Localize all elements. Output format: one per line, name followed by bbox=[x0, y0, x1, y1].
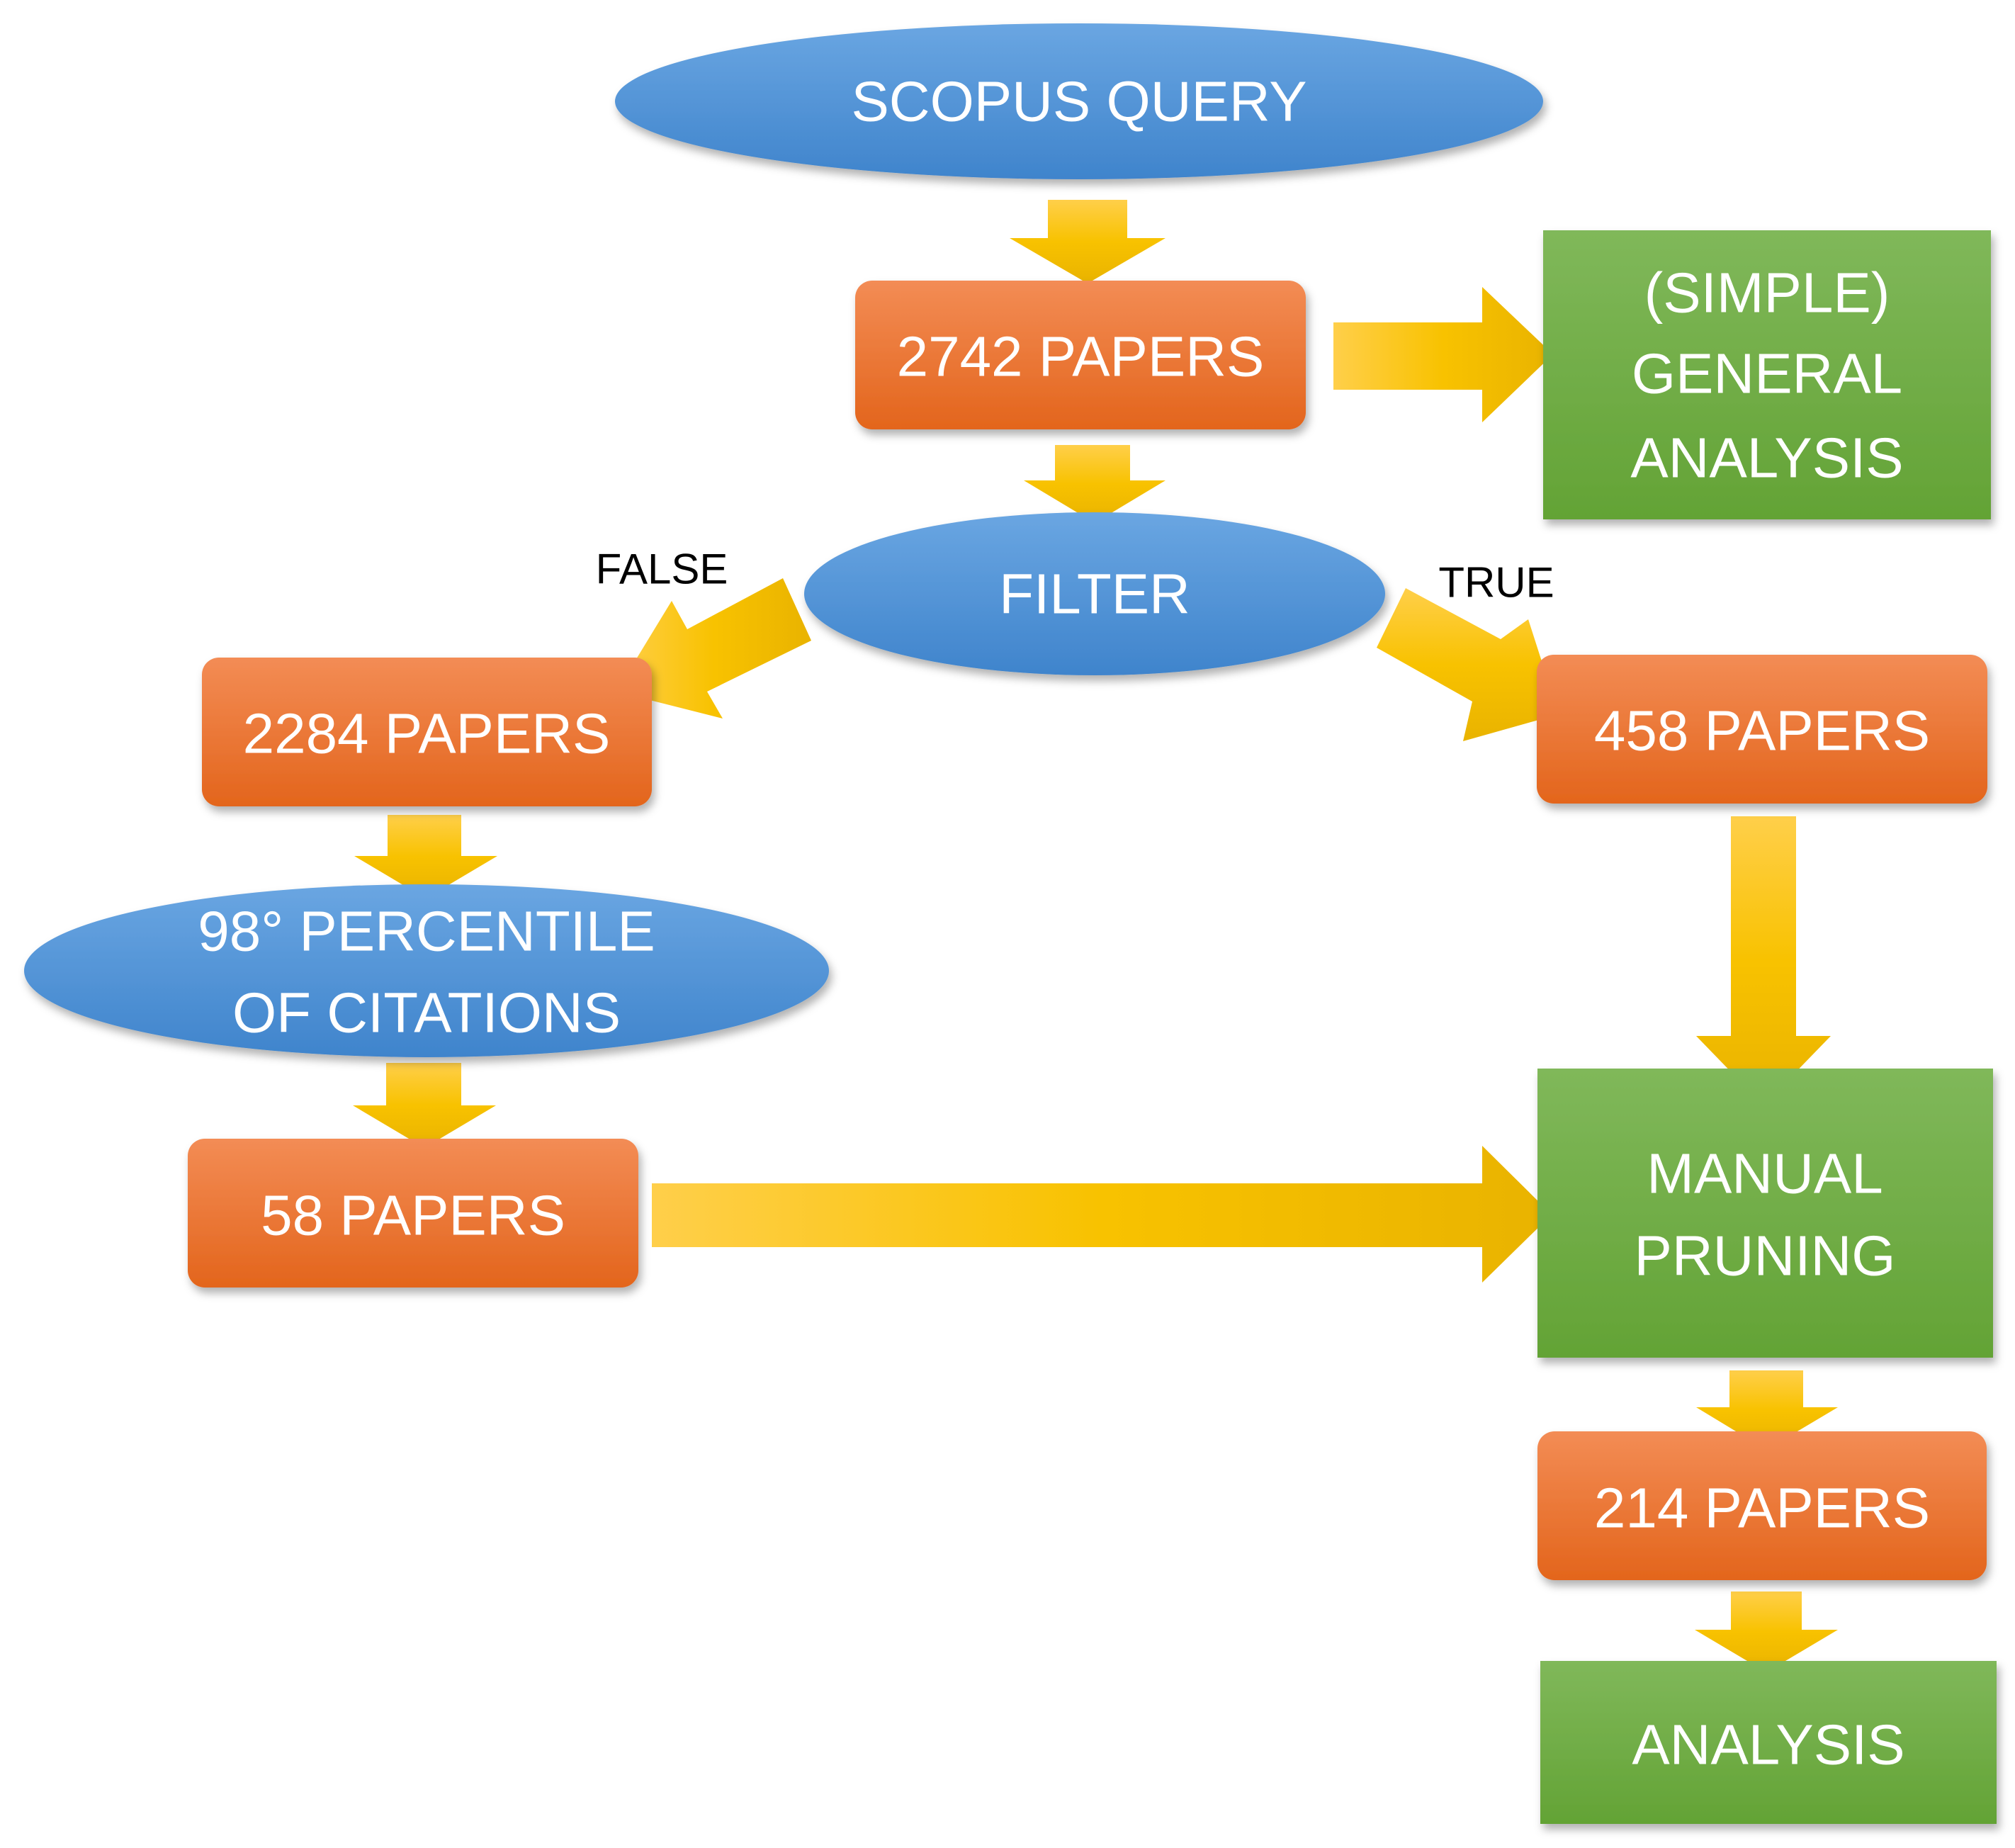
papers-2284-label: 2284 PAPERS bbox=[243, 702, 611, 765]
arrow-2284-to-percentile bbox=[354, 815, 497, 898]
node-214-papers: 214 PAPERS bbox=[1537, 1431, 1987, 1580]
true-branch-label: TRUE bbox=[1438, 559, 1554, 607]
node-458-papers: 458 PAPERS bbox=[1537, 655, 1987, 804]
scopus-query-label: SCOPUS QUERY bbox=[851, 70, 1306, 133]
papers-214-label: 214 PAPERS bbox=[1594, 1477, 1930, 1540]
arrow-458-to-manual-pruning bbox=[1696, 816, 1831, 1105]
general-analysis-line-3: ANALYSIS bbox=[1630, 427, 1903, 490]
arrow-manual-pruning-to-214 bbox=[1696, 1370, 1838, 1450]
node-filter: FILTER bbox=[804, 512, 1385, 675]
arrow-58-to-manual-pruning bbox=[652, 1146, 1552, 1283]
node-percentile: 98° PERCENTILE OF CITATIONS bbox=[24, 884, 829, 1057]
node-general-analysis: (SIMPLE) GENERAL ANALYSIS bbox=[1543, 230, 1991, 519]
arrow-214-to-analysis bbox=[1695, 1591, 1838, 1672]
arrow-filter-to-458 bbox=[1377, 588, 1559, 741]
general-analysis-line-1: (SIMPLE) bbox=[1644, 261, 1890, 325]
node-2742-papers: 2742 PAPERS bbox=[855, 281, 1306, 429]
arrow-percentile-to-58 bbox=[353, 1063, 496, 1148]
arrow-query-to-2742 bbox=[1010, 200, 1165, 283]
arrow-2742-to-general-analysis bbox=[1333, 287, 1553, 422]
filter-label: FILTER bbox=[999, 563, 1190, 626]
papers-58-label: 58 PAPERS bbox=[261, 1184, 565, 1247]
papers-458-label: 458 PAPERS bbox=[1594, 699, 1930, 762]
node-58-papers: 58 PAPERS bbox=[188, 1139, 638, 1288]
node-2284-papers: 2284 PAPERS bbox=[202, 658, 652, 806]
manual-pruning-line-1: MANUAL bbox=[1647, 1142, 1883, 1205]
node-manual-pruning: MANUAL PRUNING bbox=[1537, 1069, 1993, 1358]
node-analysis: ANALYSIS bbox=[1540, 1661, 1997, 1824]
general-analysis-line-2: GENERAL bbox=[1632, 342, 1902, 405]
node-scopus-query: SCOPUS QUERY bbox=[615, 23, 1543, 179]
false-branch-label: FALSE bbox=[596, 546, 728, 593]
analysis-label: ANALYSIS bbox=[1632, 1713, 1904, 1776]
papers-2742-label: 2742 PAPERS bbox=[897, 325, 1265, 388]
percentile-line-2: OF CITATIONS bbox=[232, 981, 621, 1044]
arrow-filter-to-2284 bbox=[616, 578, 811, 719]
percentile-line-1: 98° PERCENTILE bbox=[198, 900, 655, 963]
manual-pruning-line-2: PRUNING bbox=[1635, 1224, 1896, 1288]
arrows bbox=[353, 200, 1838, 1672]
arrow-2742-to-filter bbox=[1024, 445, 1165, 523]
